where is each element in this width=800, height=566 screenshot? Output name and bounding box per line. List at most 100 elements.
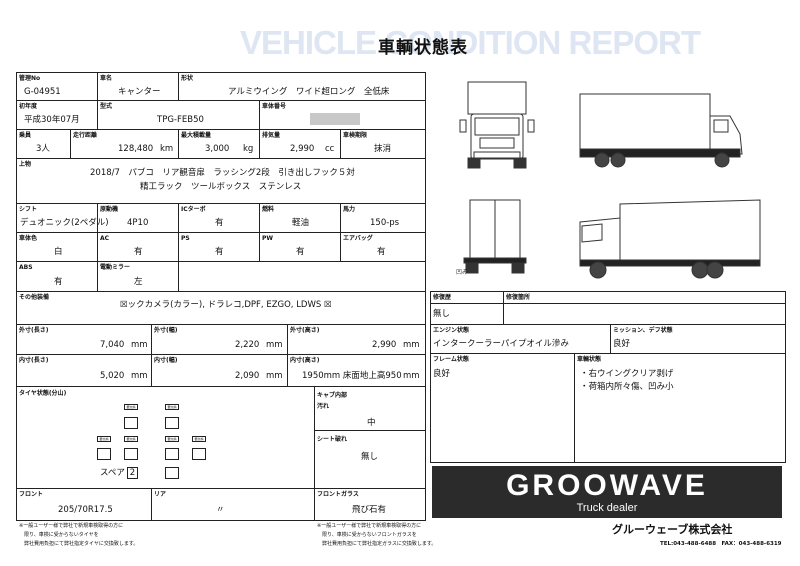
windshield-label: フロントガラス [317, 491, 359, 498]
company-contact: TEL:043-488-6488 FAX：043-488-6319 [660, 541, 782, 547]
inner-length-value: 5,020 [100, 371, 125, 381]
mission-label: ミッション、デフ状態 [613, 327, 673, 334]
tire-tag: 要交換 [165, 404, 179, 410]
chassis-no-label: 車体番号 [262, 103, 287, 110]
outer-height-unit: mm [403, 340, 420, 350]
pw-value: 有 [296, 247, 305, 257]
logo-text: GROOWAVE [506, 469, 708, 502]
body-condition-label: 車輌状態 [577, 356, 602, 363]
ps-label: PS [181, 235, 190, 242]
mgmt-no-value: G-04951 [24, 87, 61, 97]
abs-value: 有 [54, 277, 63, 287]
tire-spare-box [165, 467, 179, 479]
repair-history-label: 修復歴 [433, 294, 452, 301]
max-load-unit: kg [243, 144, 254, 154]
inner-width-value: 2,090 [235, 371, 260, 381]
seat-tear-value: 無し [361, 452, 379, 462]
fuel-label: 燃料 [262, 206, 275, 213]
company-logo: GROOWAVE Truck dealer [432, 466, 782, 518]
mgmt-no-label: 管理No [19, 75, 41, 82]
capacity-label: 乗員 [19, 132, 32, 139]
rear-tire-label: リア [154, 491, 167, 498]
rear-tire-value: 〃 [216, 505, 225, 515]
shape-value: アルミウイング ワイド超ロング 全低床 [228, 87, 390, 97]
inner-height-label: 内寸(高さ) [290, 357, 320, 364]
outer-length-value: 7,040 [100, 340, 125, 350]
equipment-line-2: 精工ラック ツールボックス ステンレス [140, 182, 302, 192]
frame-condition-value: 良好 [433, 369, 451, 379]
outer-width-unit: mm [266, 340, 283, 350]
shape-label: 形状 [181, 75, 194, 82]
outer-length-unit: mm [131, 340, 148, 350]
body-condition-line-1: ・右ウイングクリア剥げ [580, 369, 674, 379]
front-tire-label: フロント [19, 491, 44, 498]
ac-value: 有 [134, 247, 143, 257]
glass-note-1: ※一般ユーザー様で弊社で新規車検取得の方に [317, 523, 422, 529]
mileage-label: 走行距離 [73, 132, 98, 139]
ic-turbo-value: 有 [215, 218, 224, 228]
airbag-label: エアバッグ [343, 235, 373, 242]
ac-label: AC [100, 235, 110, 242]
spare-label: スペア [100, 468, 125, 478]
engine-label: 原動機 [100, 206, 119, 213]
tire-rear-outer-right [192, 448, 206, 460]
body-condition-line-2: ・荷箱内所々傷、凹み小 [580, 382, 674, 392]
engine-condition-value: インタークーラーパイプオイル滲み [433, 339, 569, 349]
first-reg-value: 平成30年07月 [24, 115, 80, 125]
outer-length-label: 外寸(長さ) [19, 327, 49, 334]
windshield-value: 飛び石有 [352, 505, 387, 515]
truck-front-diagram [459, 81, 535, 169]
tire-note-3: 弊社費用負担にて弊社指定タイヤに交換致します。 [24, 541, 139, 547]
spare-count: 2 [127, 467, 138, 479]
tire-note-2: 限り、車検に受からないタイヤを [24, 532, 99, 538]
ic-turbo-label: ICターボ [181, 206, 206, 213]
tire-rear-inner-right [165, 448, 179, 460]
watermark: VEHICLE CONDITION REPORT [240, 24, 701, 61]
max-load-label: 最大積載量 [181, 132, 212, 139]
first-reg-label: 初年度 [19, 103, 38, 110]
vehicle-name-label: 車名 [100, 75, 113, 82]
capacity-value: 3人 [36, 144, 50, 154]
tire-tag: 要交換 [124, 436, 138, 442]
seat-tear-label: シート破れ [317, 436, 348, 443]
power-mirror-label: 電動ミラー [100, 264, 131, 271]
max-load-value: 3,000 [205, 144, 230, 154]
tire-front-right [165, 417, 179, 429]
mission-value: 良好 [613, 339, 631, 349]
chassis-no-redacted [310, 113, 360, 125]
tire-tag: 要交換 [124, 404, 138, 410]
outer-width-value: 2,220 [235, 340, 260, 350]
dent-annotation: 凹み [456, 269, 468, 276]
shift-value: デュオニック(2ペダル) [20, 218, 109, 228]
front-tire-value: 205/70R17.5 [58, 505, 113, 515]
repair-history-value: 無し [433, 309, 451, 319]
dirt-label: 汚れ [317, 403, 330, 410]
fuel-value: 軽油 [292, 218, 310, 228]
inner-width-unit: mm [266, 371, 283, 381]
inner-length-label: 内寸(長さ) [19, 357, 49, 364]
other-equipment-label: その他装備 [19, 294, 50, 301]
dirt-value: 中 [367, 418, 376, 428]
tire-rear-inner-left [124, 448, 138, 460]
vehicle-name-value: キャンター [118, 87, 161, 97]
displacement-value: 2,990 [290, 144, 315, 154]
shift-label: シフト [19, 206, 38, 213]
pw-label: PW [262, 235, 274, 242]
other-equipment-value: ☒ックカメラ(カラー), ドラレコ,DPF, EZGO, LDWS ☒ [120, 300, 332, 310]
outer-height-label: 外寸(高さ) [290, 327, 320, 334]
outer-height-value: 2,990 [372, 340, 397, 350]
power-mirror-value: 左 [134, 277, 143, 287]
ps-value: 有 [215, 247, 224, 257]
tire-rear-outer-left [97, 448, 111, 460]
glass-note-3: 弊社費用負担にて弊社指定ガラスに交換致します。 [322, 541, 437, 547]
mileage-unit: km [160, 144, 174, 154]
displacement-label: 排気量 [262, 132, 281, 139]
horsepower-label: 馬力 [343, 206, 356, 213]
equipment-label: 上物 [19, 161, 32, 168]
tire-note-1: ※一般ユーザー様で弊社で新規車検取得の方に [19, 523, 124, 529]
abs-label: ABS [19, 264, 33, 271]
equipment-line-1: 2018/7 パブコ リア観音扉 ラッシング2段 引き出しフック５対 [90, 168, 355, 178]
inner-width-label: 内寸(幅) [154, 357, 178, 364]
truck-side-perspective-diagram [579, 199, 761, 279]
tire-condition-label: タイヤ状態(分山) [19, 390, 67, 397]
